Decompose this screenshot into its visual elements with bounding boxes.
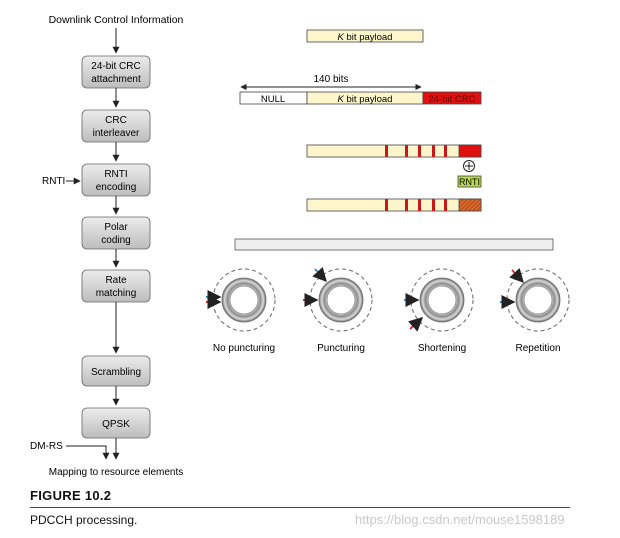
length-label: 140 bits bbox=[313, 74, 348, 85]
step-label: attachment bbox=[91, 74, 141, 85]
polar-coded-block bbox=[234, 238, 554, 251]
payload-label: bit payload bbox=[347, 94, 393, 105]
payload-k: K bbox=[338, 94, 345, 105]
step-label: matching bbox=[96, 288, 137, 299]
circular-buffer-puncturing bbox=[303, 266, 373, 332]
step-label: RNTI bbox=[104, 169, 127, 180]
step-scrambling: Scrambling bbox=[81, 355, 151, 387]
payload-block: K bit payload bbox=[306, 29, 424, 43]
step-rate-matching: Rate matching bbox=[81, 269, 151, 303]
circular-buffer-repetition bbox=[500, 267, 570, 332]
rnti-masked-block bbox=[306, 198, 482, 212]
step-polar-coding: Polar coding bbox=[81, 216, 151, 250]
step-label: Scrambling bbox=[91, 367, 141, 378]
step-qpsk: QPSK bbox=[81, 407, 151, 439]
step-label: coding bbox=[101, 235, 130, 246]
step-crc-attachment: 24-bit CRC attachment bbox=[81, 55, 151, 89]
circular-buffer-no-puncturing bbox=[206, 268, 276, 332]
payload-k: K bbox=[338, 32, 345, 43]
step-label: Polar bbox=[104, 222, 128, 233]
rnti-block-label: RNTI bbox=[459, 177, 480, 187]
step-label: Rate bbox=[105, 275, 127, 286]
mode-label-no-puncturing: No puncturing bbox=[213, 343, 275, 354]
pdcch-diagram: Downlink Control Information 24-bit CRC … bbox=[30, 14, 570, 478]
step-label: interleaver bbox=[93, 128, 140, 139]
payload-label: bit payload bbox=[347, 32, 393, 43]
padded-block: NULL K bit payload 24-bit CRC bbox=[239, 91, 482, 105]
dci-input-label: Downlink Control Information bbox=[49, 14, 184, 26]
circular-buffer-shortening bbox=[404, 268, 474, 332]
mode-label-repetition: Repetition bbox=[515, 343, 560, 354]
figure-caption: PDCCH processing. bbox=[30, 513, 138, 527]
interleaved-block bbox=[306, 144, 482, 158]
watermark: https://blog.csdn.net/mouse1598189 bbox=[355, 512, 565, 527]
mode-label-shortening: Shortening bbox=[418, 343, 466, 354]
rnti-block: RNTI bbox=[457, 175, 482, 188]
step-label: encoding bbox=[96, 182, 137, 193]
step-rnti-encoding: RNTI encoding bbox=[81, 163, 151, 197]
crc-segment bbox=[422, 91, 482, 105]
svg-text:K bit payload: K bit payload bbox=[338, 94, 393, 105]
svg-text:K bit payload: K bit payload bbox=[338, 32, 393, 43]
step-label: QPSK bbox=[102, 419, 130, 430]
xor-symbol bbox=[463, 160, 475, 172]
mode-label-puncturing: Puncturing bbox=[317, 343, 365, 354]
step-crc-interleaver: CRC interleaver bbox=[81, 109, 151, 143]
dmrs-input-label: DM-RS bbox=[30, 441, 63, 452]
output-label: Mapping to resource elements bbox=[49, 467, 184, 478]
null-label: NULL bbox=[261, 94, 285, 105]
step-label: 24-bit CRC bbox=[91, 61, 140, 72]
figure-label: FIGURE 10.2 bbox=[30, 488, 112, 503]
rnti-input-label: RNTI bbox=[42, 176, 65, 187]
crc-label: 24-bit CRC bbox=[429, 94, 476, 105]
step-label: CRC bbox=[105, 115, 127, 126]
figure-rule bbox=[30, 507, 570, 508]
dmrs-arrow bbox=[66, 445, 110, 460]
